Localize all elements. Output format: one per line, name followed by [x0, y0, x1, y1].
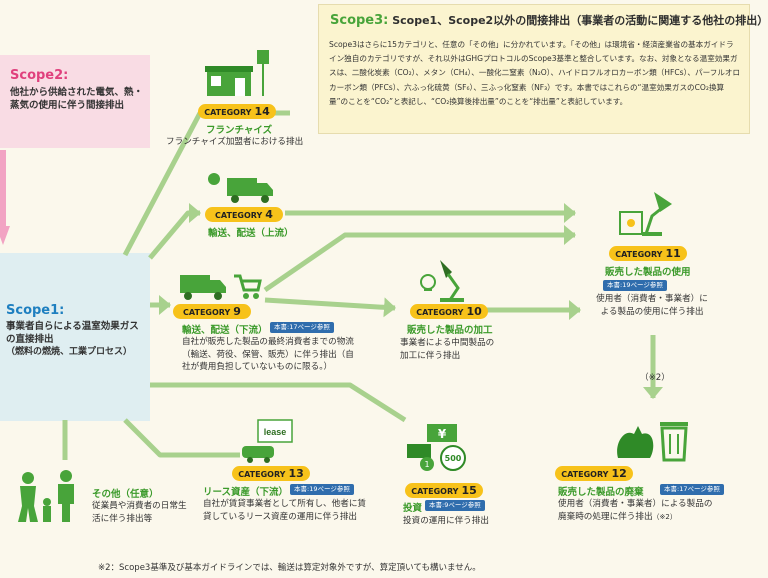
other-desc: 従業員や消費者の日常生活に伴う排出等	[92, 501, 187, 524]
trash-icon	[617, 422, 688, 462]
truck-cart-icon	[180, 274, 262, 300]
line-to-cat15	[150, 382, 407, 423]
money-icon: ¥ 1 500	[407, 424, 466, 471]
arrow-cat9-to-cat11	[263, 225, 576, 293]
category-15-desc: 投資の運用に伴う排出	[403, 516, 489, 526]
category-9-ref: 本書:17ページ参照	[270, 322, 334, 333]
coin-1-label: 1	[424, 460, 429, 469]
other-name: その他（任意）	[92, 489, 159, 500]
scope1-text: 事業者自らによる温室効果ガスの直接排出 （燃料の燃焼、工業プロセス）	[6, 321, 139, 357]
lamp-icon	[420, 260, 464, 302]
category-4-name: 輸送、配送（上流）	[208, 228, 294, 239]
scope1-box	[0, 253, 150, 421]
scope2-title: Scope2:	[10, 68, 69, 83]
family-icon	[18, 470, 74, 522]
category-11-ref: 本書:19ページ参照	[603, 280, 667, 291]
arrow-to-cat4	[148, 203, 201, 260]
category-9-name: 輸送、配送（下流）	[182, 325, 268, 336]
coin-500-label: 500	[445, 454, 462, 463]
line-to-cat13	[123, 418, 240, 458]
category-10-desc: 事業者による中間製品の加工に伴う排出	[400, 338, 495, 361]
category-11-name: 販売した製品の使用	[605, 267, 691, 278]
category-12-name: 販売した製品の廃棄	[558, 487, 644, 498]
truck-icon	[208, 173, 273, 203]
yen-label: ¥	[438, 427, 447, 441]
category-9-desc: 自社が販売した製品の最終消費者までの物流（輸送、荷役、保管、販売）に伴う排出（自…	[182, 337, 354, 372]
category-14-desc: フランチャイズ加盟者における排出	[166, 137, 304, 147]
scope3-box	[318, 4, 750, 134]
category-11-desc: 使用者（消費者・事業者）による製品の使用に伴う排出	[596, 294, 708, 317]
scope3-description: Scope3はさらに15カテゴリと、任意の「その他」に分かれています。「その他」…	[329, 40, 741, 106]
footnote: ※2：Scope3基準及び基本ガイドラインでは、輸送は算定対象外ですが、算定頂い…	[98, 563, 481, 573]
store-icon	[205, 50, 269, 96]
category-12-desc: 使用者（消費者・事業者）による製品の廃棄時の処理に伴う排出（※2）	[558, 499, 713, 522]
arrow-cat9-to-cat10	[264, 297, 396, 318]
category-15-ref: 本書:9ページ参照	[425, 500, 485, 511]
scope3-title: Scope3: Scope1、Scope2以外の間接排出（事業者の活動に関連する…	[330, 13, 768, 28]
scope2-text: 他社から供給された電気、熱・蒸気の使用に伴う間接排出	[10, 87, 144, 111]
category-12-ref: 本書:17ページ参照	[660, 484, 724, 495]
scope1-title: Scope1:	[6, 303, 65, 318]
category-14-name: フランチャイズ	[206, 125, 273, 136]
category-10-name: 販売した製品の加工	[407, 325, 493, 336]
lease-icon: lease	[242, 419, 293, 463]
arrow-note: （※2）	[640, 373, 670, 383]
lease-label: lease	[264, 427, 287, 437]
category-15-name: 投資	[403, 503, 423, 514]
category-13-ref: 本書:19ページ参照	[290, 484, 354, 495]
category-13-name: リース資産（下流）	[203, 487, 289, 498]
desk-lamp-icon	[619, 192, 672, 236]
category-13-desc: 自社が賃貸事業者として所有し、他者に賃貸しているリース資産の運用に伴う排出	[203, 499, 367, 522]
scope2-box	[0, 55, 150, 148]
